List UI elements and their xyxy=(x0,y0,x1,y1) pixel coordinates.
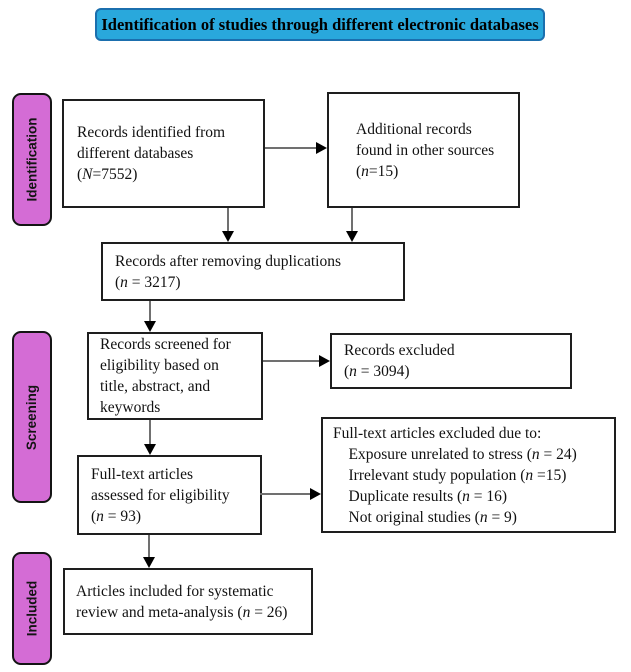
box-text-line: (n=15) xyxy=(356,162,399,180)
box-text-line: keywords xyxy=(100,399,161,416)
connector-additional-to-duplications xyxy=(351,208,353,231)
box-text-line: Additional records xyxy=(356,120,472,138)
box-records-identified: Records identified from different databas… xyxy=(62,99,265,208)
connector-assessed-to-included xyxy=(148,535,150,557)
box-text-line: Not original studies (n = 9) xyxy=(333,508,517,526)
box-text-line: Full-text articles xyxy=(91,465,194,483)
box-text-line: Records excluded xyxy=(344,342,455,359)
arrowhead-down-icon xyxy=(143,557,155,568)
stage-tab-included-label: Included xyxy=(24,580,40,637)
box-text-line: Articles included for systematic xyxy=(76,582,274,600)
arrowhead-down-icon xyxy=(222,231,234,242)
connector-screened-to-excluded xyxy=(263,360,319,362)
connector-identified-to-duplications xyxy=(227,208,229,231)
box-fulltext-assessed: Full-text articles assessed for eligibili… xyxy=(77,455,262,535)
box-text-line: eligibility based on xyxy=(100,357,219,374)
stage-tab-screening: Screening xyxy=(12,331,52,503)
box-articles-included: Articles included for systematic review a… xyxy=(63,568,313,635)
arrowhead-down-icon xyxy=(346,231,358,242)
box-text-line: (n = 3094) xyxy=(344,363,410,380)
diagram-title-banner: Identification of studies through differ… xyxy=(95,8,545,41)
stage-tab-identification-label: Identification xyxy=(24,117,40,202)
box-text-line: found in other sources xyxy=(356,141,495,159)
diagram-title: Identification of studies through differ… xyxy=(101,14,539,34)
box-additional-records: Additional records found in other sources… xyxy=(327,92,520,208)
box-records-excluded: Records excluded (n = 3094) xyxy=(330,333,572,389)
arrowhead-right-icon xyxy=(319,355,330,367)
box-text-line: Records after removing duplications xyxy=(115,252,341,270)
box-text-line: (n = 93) xyxy=(91,507,142,525)
box-text-line: different databases xyxy=(77,145,194,162)
box-text-line: (n = 3217) xyxy=(115,273,181,291)
arrowhead-down-icon xyxy=(144,321,156,332)
box-text-line: title, abstract, and xyxy=(100,378,211,395)
stage-tab-identification: Identification xyxy=(12,93,52,226)
arrowhead-right-icon xyxy=(316,142,327,154)
stage-tab-screening-label: Screening xyxy=(24,384,40,450)
connector-assessed-to-fulltext-excluded xyxy=(260,493,310,495)
box-records-screened: Records screened for eligibility based on… xyxy=(87,332,263,420)
box-fulltext-excluded: Full-text articles excluded due to: Expo… xyxy=(321,417,616,533)
box-records-after-duplications: Records after removing duplications (n = … xyxy=(101,242,405,301)
connector-screened-to-assessed xyxy=(149,420,151,444)
box-text-line: Records screened for xyxy=(100,336,231,353)
box-text-line: review and meta-analysis (n = 26) xyxy=(76,603,288,621)
box-text-line: (N=7552) xyxy=(77,166,138,183)
arrowhead-down-icon xyxy=(144,444,156,455)
box-text-line: assessed for eligibility xyxy=(91,486,230,504)
box-text-line: Duplicate results (n = 16) xyxy=(333,487,508,505)
connector-duplications-to-screened xyxy=(149,301,151,321)
box-text-line: Full-text articles excluded due to: xyxy=(333,424,542,442)
connector-identified-to-additional xyxy=(265,147,317,149)
box-text-line: Irrelevant study population (n =15) xyxy=(333,466,567,484)
stage-tab-included: Included xyxy=(12,552,52,665)
box-text-line: Records identified from xyxy=(77,124,226,141)
arrowhead-right-icon xyxy=(310,488,321,500)
box-text-line: Exposure unrelated to stress (n = 24) xyxy=(333,445,577,463)
